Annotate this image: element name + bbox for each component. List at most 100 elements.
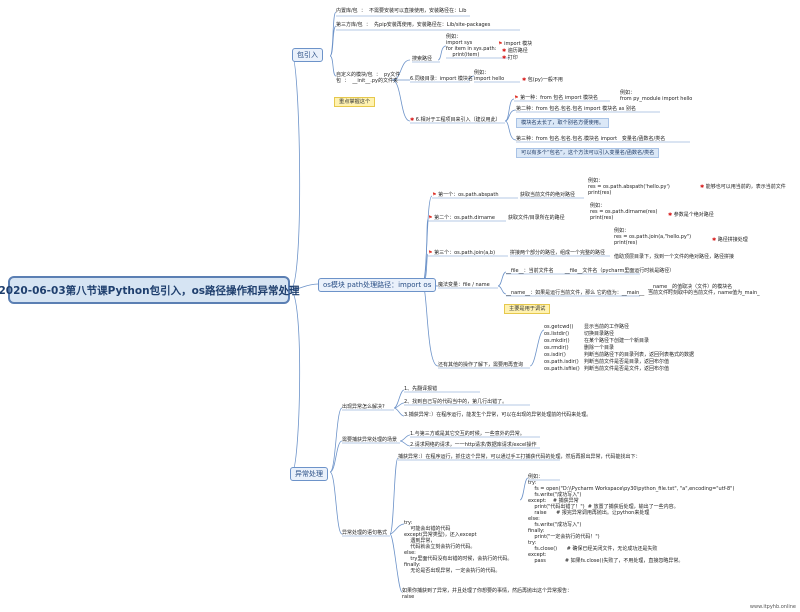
connector bbox=[329, 471, 343, 535]
exception-syntax-intro: 捕获异常：）在程序运行，抓住这个异常，可以通过手工打捕获代码的处理，然后再报出异… bbox=[398, 454, 641, 460]
os-second-note: ✱ 参数是个绝对路径 bbox=[668, 212, 714, 218]
connector bbox=[389, 523, 405, 535]
star-icon: ✱ bbox=[502, 48, 508, 54]
os-second-code: 例如： res = os.path.dirname(res) print(res… bbox=[590, 203, 658, 221]
flag-icon: ⚑ bbox=[432, 192, 439, 198]
magic-file: __file__：当前文件名 __file__文件名（pycharm里面运行时就… bbox=[506, 268, 675, 274]
search-path-note-1: ⚑ import 模块 bbox=[498, 41, 533, 47]
os-func-name: os.mkdir() bbox=[544, 338, 570, 344]
os-first-label: ⚑ 第一个：os.path.abspath bbox=[432, 192, 499, 198]
connector bbox=[289, 55, 301, 291]
connector bbox=[437, 45, 447, 61]
branch-exception[interactable]: 异常处理 bbox=[290, 467, 328, 481]
import-third-note: 可以有多个“包名”，这个方法可以引入变量名/函数名/类名 bbox=[516, 148, 660, 158]
branch-os-path[interactable]: os模块 path处理路径：import os bbox=[318, 278, 437, 292]
import-first-example: 例如： from py_module import hello bbox=[620, 90, 693, 102]
connector bbox=[393, 407, 405, 417]
root-node[interactable]: 2020-06-03第八节课Python包引入，os路径操作和异常处理 bbox=[0, 276, 300, 304]
connector bbox=[391, 59, 411, 81]
connector bbox=[391, 79, 411, 122]
exception-syntax-code: 例如： try: fs = open("D:\\Pycharm Workspac… bbox=[528, 474, 735, 564]
exception-how-2: 2、找到自己写的代码当中的，第几行出错了。 bbox=[404, 399, 508, 405]
connector bbox=[289, 283, 319, 291]
item-third-party: 第三方库/包 ： 先pip安装再使用，安装路径在：Lib/site-packag… bbox=[336, 22, 491, 28]
os-func-desc: 判断当前文件是否是文件，返回布尔值 bbox=[584, 366, 670, 372]
star-icon: ✱ bbox=[668, 212, 674, 218]
os-first-code: 例如： res = os.path.abspath('hello.py') pr… bbox=[588, 178, 670, 196]
key-note-highlight: 重点掌握这个 bbox=[334, 97, 376, 107]
magic-highlight: 主要是用于调试 bbox=[504, 304, 551, 314]
connector bbox=[421, 283, 439, 367]
not-same-level-label: ✱ 6.相对于工程项目来引入（建议用此） bbox=[410, 117, 501, 123]
same-level-label: 6.同级目录：import 模块名 bbox=[410, 76, 473, 82]
connector bbox=[399, 440, 411, 447]
watermark: www.itpyhb.online bbox=[749, 604, 796, 610]
connector bbox=[389, 457, 399, 535]
os-func-name: os.path.isdir() bbox=[544, 359, 579, 365]
exception-how-label: 出现异常怎么解决? bbox=[342, 404, 385, 410]
os-third-code: 例如： res = os.path.join(a,"hello.py") pri… bbox=[614, 228, 692, 246]
connector bbox=[329, 25, 337, 57]
star-icon: ✱ bbox=[700, 184, 706, 190]
import-second: 第二种：from 包名.包名.包名 import 模块名 as 别名 bbox=[516, 106, 636, 112]
import-second-note: 模块名太长了，取个别名方便使用。 bbox=[516, 118, 610, 128]
os-first-desc: 获取当前文件的绝对路径 bbox=[520, 192, 576, 198]
magic-name: __name__：如果是运行当前文件，那么 它的值为：__main__ bbox=[506, 290, 645, 296]
flag-icon: ⚑ bbox=[428, 215, 435, 221]
connector bbox=[504, 98, 515, 122]
star-icon: ✱ bbox=[410, 117, 416, 123]
magic-vars-label: 魔法变量：file / name bbox=[438, 282, 490, 288]
branch-package-import[interactable]: 包引入 bbox=[292, 48, 323, 62]
os-third-label: ⚑ 第三个：os.path.join(a,b) bbox=[428, 250, 496, 256]
exception-scene-1: 1.与第三方或是其它交互的时候，一些意外的异常。 bbox=[410, 431, 525, 437]
os-func-desc: 显示当前的工作路径 bbox=[584, 324, 630, 330]
magic-name-note: __name__的值取决（文件）的模块名 当前文件时刻取中的当前文件，name值… bbox=[648, 284, 760, 296]
os-func-name: os.path.isfile() bbox=[544, 366, 580, 372]
connector bbox=[329, 55, 337, 77]
connector bbox=[389, 533, 403, 593]
exception-syntax-label: 异常处理的语句格式 bbox=[342, 530, 388, 536]
connector bbox=[519, 477, 529, 501]
os-third-note-2: 借助顶层目录下，找到一个文件的绝对路径，路径拼接 bbox=[614, 254, 735, 260]
os-third-desc: 拼接两个部分的路径，组成一个完整的路径 bbox=[510, 250, 606, 256]
os-third-note-1: ✱ 路径拼接处理 bbox=[712, 237, 748, 243]
os-second-desc: 获取文件/目录所在的路径 bbox=[508, 215, 565, 221]
connector bbox=[504, 120, 517, 141]
star-icon: ✱ bbox=[502, 55, 508, 61]
exception-syntax-bottom: 如果你捕获到了异常，并且处理了你想要的事情，然后再抛出这个异常报告： raise bbox=[402, 588, 573, 600]
star-icon: ✱ bbox=[522, 77, 528, 83]
item-builtin: 内置库/包 ： 不需要安装可以直接使用，安装路径在：Lib bbox=[336, 8, 467, 14]
connector bbox=[497, 271, 507, 287]
exception-syntax-left: try: 可能会出错的代码 except(异常类型)，还入except 遇到异常… bbox=[404, 520, 513, 574]
search-path-note-3: ✱ 打印 bbox=[502, 55, 518, 61]
search-path-note-2: ✱ 遍历路径 bbox=[502, 48, 528, 54]
os-others-label: 还有其他的操作了解下，需要用再查询 bbox=[438, 362, 524, 368]
os-func-desc: 在某个路径下创建一个新目录 bbox=[584, 338, 650, 344]
search-path-code: 例如： import sys for item in sys.path: pri… bbox=[446, 34, 497, 58]
connector bbox=[497, 285, 507, 295]
import-third: 第三种：from 包名.包名.包名.模块名 import 变量名/函数名/类名 bbox=[516, 136, 666, 142]
exception-how-3: 3.捕获异常：）在程序运行，能发生个异常，可以在出现的异常处理前的代码来处理。 bbox=[404, 412, 592, 418]
exception-how-1: 1、先翻译报错 bbox=[404, 386, 438, 392]
flag-icon: ⚑ bbox=[514, 95, 521, 101]
os-first-note: ✱ 能够也可以用当前的，表示当前文件 bbox=[700, 184, 786, 190]
connector bbox=[504, 109, 517, 122]
exception-scenes-label: 需要捕获异常处理的场景 bbox=[342, 437, 398, 443]
os-func-desc: 删除一个目录 bbox=[584, 345, 615, 351]
same-level-note: ✱ 包(py)一般不用 bbox=[522, 77, 563, 83]
star-icon: ✱ bbox=[712, 237, 718, 243]
flag-icon: ⚑ bbox=[498, 41, 505, 47]
os-func-name: os.listdir() bbox=[544, 331, 570, 337]
connector bbox=[529, 329, 545, 367]
exception-scene-2: 2.请求网络的请求，一一http请求/数据库请求/excel操作 bbox=[410, 442, 537, 448]
os-func-name: os.isdir() bbox=[544, 352, 566, 358]
os-func-desc: 切换目录路径 bbox=[584, 331, 615, 337]
import-first: ⚑ 第一种：from 包名 import 模块名 bbox=[514, 95, 598, 101]
connector bbox=[329, 11, 337, 57]
flag-icon: ⚑ bbox=[428, 250, 435, 256]
os-func-name: os.getcwd() bbox=[544, 324, 574, 330]
same-level-code: 例如： import hello bbox=[474, 70, 505, 82]
connector bbox=[399, 434, 411, 442]
